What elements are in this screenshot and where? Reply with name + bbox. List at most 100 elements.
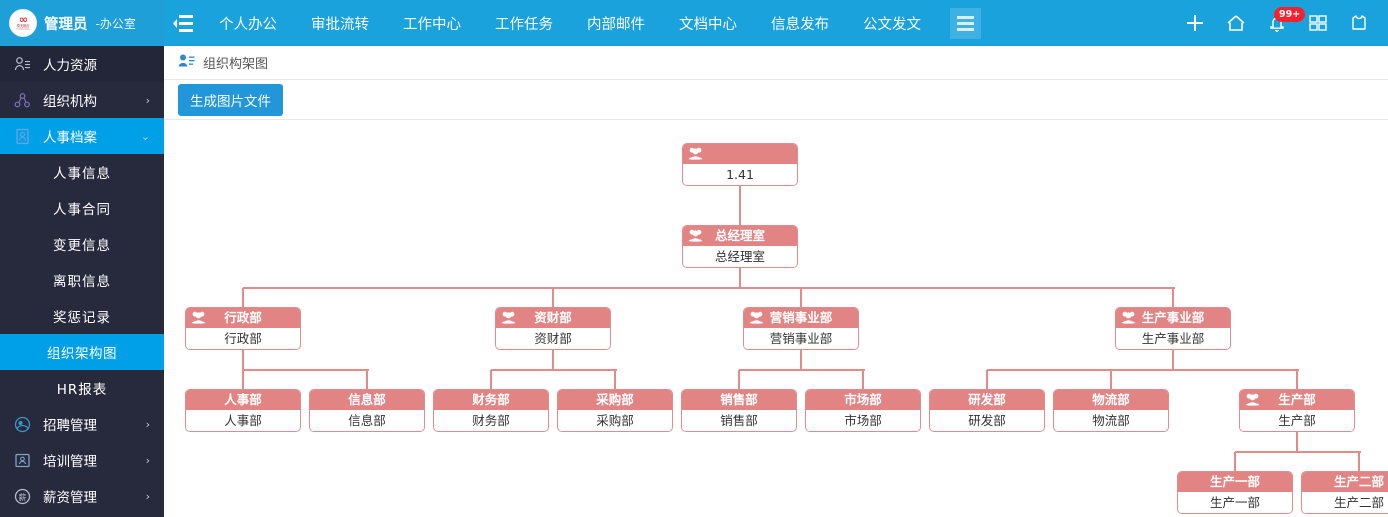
org-node[interactable]: 人事部人事部 [185, 389, 301, 432]
nav-item-personal-office[interactable]: 个人办公 [219, 16, 277, 33]
org-node-title: 物流部 [1092, 392, 1130, 407]
nav-item-official-document[interactable]: 公文发文 [863, 16, 921, 33]
org-node-header: 销售部 [682, 390, 796, 410]
org-node[interactable]: 物流部物流部 [1053, 389, 1169, 432]
org-node[interactable]: 市场部市场部 [805, 389, 921, 432]
org-node-title: 总经理室 [714, 228, 765, 243]
breadcrumb: 组织构架图 [164, 46, 1388, 80]
org-chart-canvas[interactable]: 1.41 总经理室总经理室行政部行政部 资财部资财部 营销事业部营销事业部 生产事业部生… [164, 120, 1388, 516]
sidebar-subitem-resignation-info[interactable]: 离职信息 [53, 274, 111, 290]
brand-area[interactable]: ∞ 泰天融合 TIANRONG 管理员 -办公室 [0, 0, 164, 46]
connector-line [987, 369, 1299, 371]
sidebar-label-organization: 组织机构 [43, 94, 97, 110]
org-node[interactable]: 生产一部生产一部 [1177, 471, 1293, 514]
nav-item-document-center[interactable]: 文档中心 [679, 16, 737, 33]
sidebar-subitem-reward-punishment[interactable]: 奖惩记录 [53, 310, 111, 326]
group-people-icon [688, 228, 703, 243]
org-node-title: 销售部 [720, 392, 758, 407]
org-node[interactable]: 生产事业部生产事业部 [1115, 307, 1231, 350]
top-bar: ∞ 泰天融合 TIANRONG 管理员 -办公室 个人办公 审批流转 工作中心 … [0, 0, 1388, 46]
bell-icon[interactable]: 99+ [1265, 7, 1306, 35]
org-node-body: 行政部 [186, 328, 300, 349]
chevron-right-icon: › [145, 489, 150, 503]
org-node[interactable]: 生产二部生产二部 [1301, 471, 1388, 514]
connector-line [800, 288, 802, 307]
breadcrumb-text: 组织构架图 [203, 57, 269, 72]
org-node-header: 信息部 [310, 390, 424, 410]
user-card-icon [178, 53, 195, 72]
apps-grid-icon[interactable] [1306, 11, 1330, 35]
org-node[interactable]: 资财部资财部 [495, 307, 611, 350]
generate-image-button[interactable]: 生成图片文件 [178, 83, 283, 116]
nav-item-info-publish[interactable]: 信息发布 [771, 16, 829, 33]
content-area: 组织构架图 生成图片文件 1.41 总经理室总经理室行政部行政部 资财部资财部 营销事… [164, 46, 1388, 517]
connector-line [242, 350, 244, 370]
file-person-icon [14, 128, 36, 145]
sidebar-subitem-personnel-info[interactable]: 人事信息 [53, 166, 111, 182]
connector-line [1172, 350, 1174, 370]
hamburger-grid-icon[interactable] [950, 7, 981, 39]
sidebar-item-training[interactable]: 培训管理 › [0, 442, 164, 478]
salary-icon: 薪 [14, 488, 36, 505]
sidebar-subitem-org-chart[interactable]: 组织架构图 [0, 334, 164, 370]
org-node-title: 市场部 [844, 392, 882, 407]
org-node[interactable]: 财务部财务部 [433, 389, 549, 432]
theme-shirt-icon[interactable] [1347, 11, 1371, 35]
org-node-header: 生产一部 [1178, 472, 1292, 492]
nav-item-work-center[interactable]: 工作中心 [403, 16, 461, 33]
connector-line [366, 370, 368, 389]
sidebar-label-human-resources: 人力资源 [43, 58, 97, 74]
connector-line [552, 288, 554, 307]
org-node-header: 人事部 [186, 390, 300, 410]
org-node-body: 信息部 [310, 410, 424, 431]
sidebar-item-human-resources[interactable]: 人力资源 [0, 46, 164, 82]
org-node-body: 生产二部 [1302, 492, 1388, 513]
user-name: 管理员 [44, 16, 88, 33]
nav-item-approval-flow[interactable]: 审批流转 [311, 16, 369, 33]
org-node-body: 销售部 [682, 410, 796, 431]
org-node[interactable]: 研发部研发部 [929, 389, 1045, 432]
training-icon [14, 452, 36, 469]
chevron-right-icon: › [145, 417, 150, 431]
sidebar-subitem-hr-report[interactable]: HR报表 [56, 382, 108, 398]
org-node[interactable]: 1.41 [682, 143, 798, 186]
org-node-title: 营销事业部 [769, 310, 833, 325]
org-node-body: 生产一部 [1178, 492, 1292, 513]
org-nodes-icon [14, 92, 36, 109]
collapse-menu-icon[interactable] [164, 0, 202, 46]
sidebar-subitem-personnel-contract[interactable]: 人事合同 [53, 202, 111, 218]
logo-subtitle: 泰天融合 [16, 24, 30, 28]
org-node-title: 生产部 [1278, 392, 1316, 407]
group-people-icon [191, 310, 206, 325]
org-node-title: 人事部 [224, 392, 262, 407]
org-node-body: 物流部 [1054, 410, 1168, 431]
org-node[interactable]: 行政部行政部 [185, 307, 301, 350]
org-node[interactable]: 信息部信息部 [309, 389, 425, 432]
sidebar-label-personnel-file: 人事档案 [43, 130, 97, 146]
nav-item-work-task[interactable]: 工作任务 [495, 16, 553, 33]
org-node[interactable]: 营销事业部营销事业部 [743, 307, 859, 350]
connector-line [1172, 288, 1174, 307]
org-node-header: 市场部 [806, 390, 920, 410]
sidebar-subitem-change-info[interactable]: 变更信息 [53, 238, 111, 254]
org-node[interactable]: 采购部采购部 [557, 389, 673, 432]
org-node-body: 1.41 [683, 164, 797, 185]
sidebar-item-salary[interactable]: 薪 薪资管理 › [0, 478, 164, 514]
sidebar-item-personnel-file[interactable]: 人事档案 ⌄ [0, 118, 164, 154]
connector-line [491, 369, 617, 371]
home-icon[interactable] [1224, 11, 1248, 35]
group-people-icon [1245, 392, 1260, 407]
nav-item-internal-mail[interactable]: 内部邮件 [587, 16, 645, 33]
sidebar-label-recruitment: 招聘管理 [43, 418, 97, 434]
org-node[interactable]: 销售部销售部 [681, 389, 797, 432]
user-department: -办公室 [95, 16, 136, 31]
plus-icon[interactable] [1183, 11, 1207, 35]
person-list-icon [14, 56, 36, 73]
org-node-title: 资财部 [534, 310, 572, 325]
sidebar-item-recruitment[interactable]: 招聘管理 › [0, 406, 164, 442]
sidebar-item-organization[interactable]: 组织机构 › [0, 82, 164, 118]
org-node[interactable]: 生产部生产部 [1239, 389, 1355, 432]
sidebar-label-training: 培训管理 [43, 454, 97, 470]
org-node[interactable]: 总经理室总经理室 [682, 225, 798, 268]
